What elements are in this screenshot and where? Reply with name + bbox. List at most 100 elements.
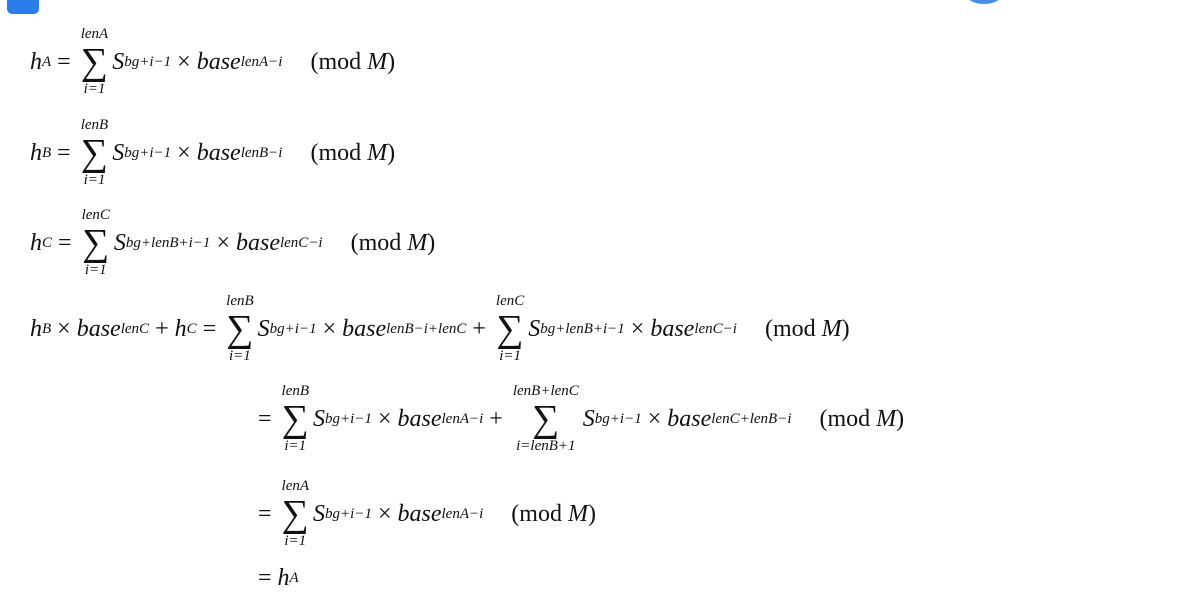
modulus: (mod M) bbox=[351, 230, 436, 257]
superscript: lenA−i bbox=[240, 53, 283, 70]
sigma-symbol: ∑ bbox=[80, 41, 109, 83]
summation: lenC∑i=1 bbox=[82, 208, 110, 278]
mod-variable: M bbox=[407, 229, 428, 256]
subscript: A bbox=[289, 570, 299, 586]
subscript: bg+lenB+i−1 bbox=[540, 320, 625, 337]
operator: = bbox=[57, 139, 71, 166]
operator: × bbox=[57, 315, 71, 342]
mod-text: (mod bbox=[819, 405, 877, 432]
sigma-symbol: ∑ bbox=[496, 308, 524, 350]
sum-upper-limit: lenB bbox=[226, 293, 254, 309]
math-variable: S bbox=[257, 315, 270, 342]
sum-lower-limit: i=1 bbox=[84, 262, 107, 278]
sum-lower-limit: i=1 bbox=[284, 533, 307, 549]
math-variable: base bbox=[196, 139, 241, 166]
modulus: (mod M) bbox=[820, 406, 905, 433]
mod-variable: M bbox=[567, 500, 588, 527]
sum-lower-limit: i=1 bbox=[229, 348, 251, 364]
operator: × bbox=[216, 229, 230, 256]
summation: lenB∑i=1 bbox=[81, 118, 109, 188]
sigma-symbol: ∑ bbox=[532, 398, 560, 440]
mod-close: ) bbox=[896, 405, 905, 432]
mod-text: (mod bbox=[350, 229, 408, 256]
operator: × bbox=[177, 139, 191, 166]
operator: = bbox=[58, 229, 72, 256]
operator: × bbox=[647, 405, 662, 432]
mod-variable: M bbox=[367, 139, 388, 166]
modulus: (mod M) bbox=[765, 316, 850, 343]
mod-variable: M bbox=[876, 405, 897, 432]
modulus: (mod M) bbox=[511, 501, 596, 528]
subscript: C bbox=[42, 234, 53, 251]
superscript: lenC+lenB−i bbox=[711, 410, 792, 427]
sigma-symbol: ∑ bbox=[80, 132, 109, 174]
math-variable: h bbox=[30, 315, 42, 342]
operator: = bbox=[57, 48, 71, 75]
mod-close: ) bbox=[841, 315, 850, 342]
sum-upper-limit: lenB+lenC bbox=[512, 383, 579, 399]
modulus: (mod M) bbox=[310, 140, 395, 167]
subscript: bg+i−1 bbox=[124, 144, 172, 161]
operator: + bbox=[155, 315, 169, 342]
subscript: A bbox=[42, 53, 52, 70]
summation: lenB+lenC∑i=lenB+1 bbox=[513, 384, 579, 454]
subscript: bg+lenB+i−1 bbox=[125, 234, 211, 251]
mod-variable: M bbox=[367, 48, 388, 75]
superscript: lenC bbox=[120, 320, 150, 337]
math-variable: h bbox=[30, 48, 42, 75]
operator: × bbox=[630, 315, 645, 342]
sum-upper-limit: lenC bbox=[495, 293, 525, 309]
sum-upper-limit: lenB bbox=[281, 383, 310, 399]
mod-close: ) bbox=[427, 229, 436, 256]
math-variable: base bbox=[342, 315, 387, 342]
math-variable: S bbox=[112, 139, 125, 166]
sum-lower-limit: i=1 bbox=[499, 348, 521, 364]
sum-upper-limit: lenA bbox=[80, 26, 109, 42]
superscript: lenA−i bbox=[441, 410, 484, 427]
mod-close: ) bbox=[387, 48, 396, 75]
superscript: lenB−i bbox=[240, 144, 283, 161]
mod-text: (mod bbox=[764, 315, 822, 342]
math-variable: base bbox=[76, 315, 121, 342]
summation: lenB∑i=1 bbox=[226, 294, 254, 364]
modulus: (mod M) bbox=[310, 49, 395, 76]
subscript: bg+i−1 bbox=[594, 410, 642, 427]
subscript: B bbox=[42, 320, 52, 337]
math-variable: base bbox=[235, 229, 280, 256]
operator: × bbox=[177, 48, 191, 75]
mod-text: (mod bbox=[310, 139, 368, 166]
subscript: bg+i−1 bbox=[325, 410, 372, 427]
sigma-symbol: ∑ bbox=[281, 493, 309, 535]
sum-upper-limit: lenA bbox=[281, 478, 310, 494]
math-variable: base bbox=[667, 405, 712, 432]
sum-lower-limit: i=1 bbox=[83, 81, 106, 97]
operator: = bbox=[258, 500, 272, 527]
mod-variable: M bbox=[821, 315, 842, 342]
operator: = bbox=[258, 565, 272, 591]
sum-upper-limit: lenC bbox=[81, 207, 110, 223]
sigma-symbol: ∑ bbox=[281, 398, 309, 440]
math-variable: base bbox=[397, 500, 442, 527]
operator: = bbox=[258, 405, 272, 432]
sum-upper-limit: lenB bbox=[80, 117, 109, 133]
blue-button[interactable] bbox=[7, 0, 39, 14]
math-variable: h bbox=[174, 315, 187, 342]
superscript: lenC−i bbox=[694, 320, 737, 337]
subscript: bg+i−1 bbox=[124, 53, 172, 70]
site-logo bbox=[962, 0, 1182, 10]
math-variable: h bbox=[30, 139, 42, 166]
mod-text: (mod bbox=[511, 500, 568, 527]
math-variable: base bbox=[196, 48, 241, 75]
math-variable: S bbox=[313, 405, 326, 432]
operator: + bbox=[472, 315, 486, 342]
math-variable: h bbox=[277, 565, 290, 591]
sum-lower-limit: i=lenB+1 bbox=[516, 438, 576, 454]
operator: × bbox=[377, 405, 392, 432]
operator: = bbox=[202, 315, 217, 342]
mod-close: ) bbox=[387, 139, 396, 166]
operator: × bbox=[322, 315, 337, 342]
